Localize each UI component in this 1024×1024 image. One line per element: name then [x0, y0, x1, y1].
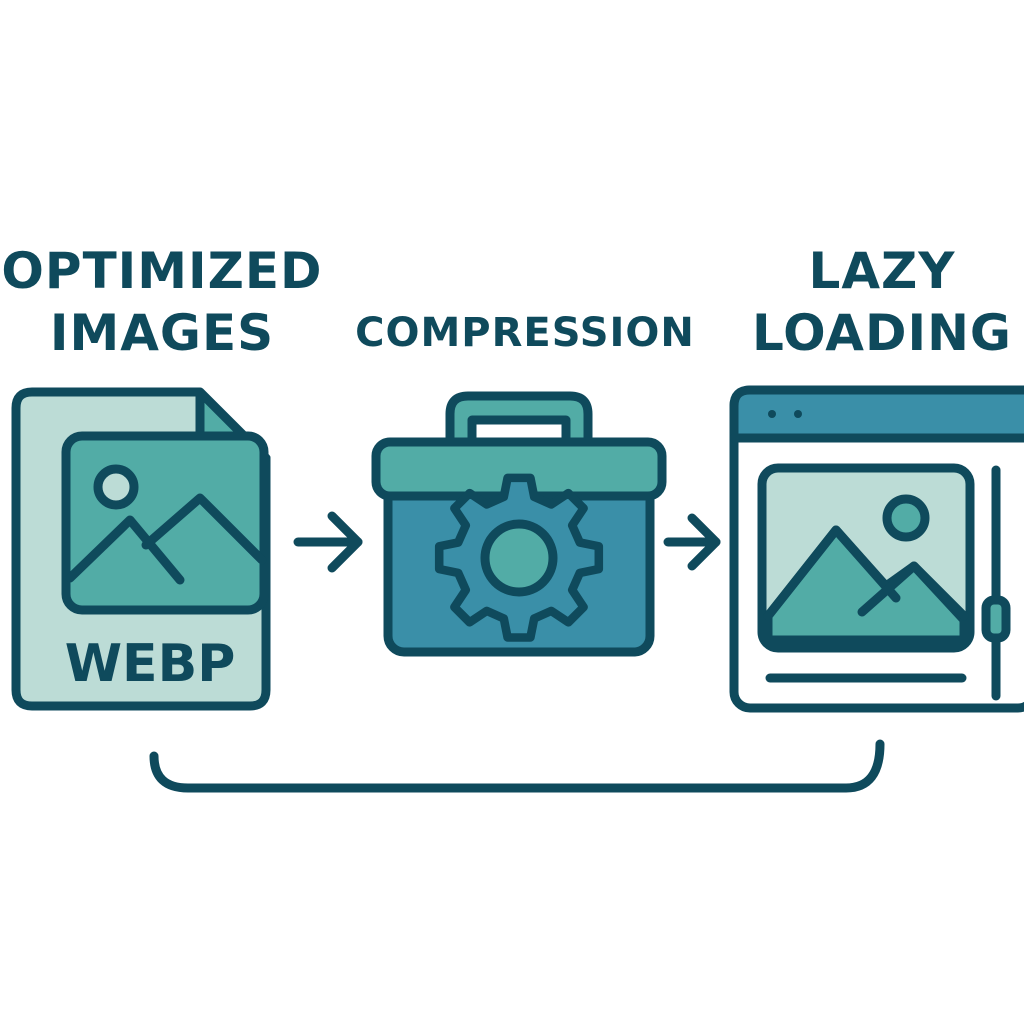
label-optimized-images: OPTIMIZED IMAGES	[0, 240, 324, 364]
connector-bracket	[149, 739, 885, 793]
browser-window-image-icon	[729, 385, 1024, 713]
webp-badge-text: WEBP	[65, 634, 236, 694]
label-line: LOADING	[752, 304, 1012, 362]
toolbox-gear-icon	[371, 391, 667, 657]
label-line: LAZY	[808, 242, 956, 300]
label-line: COMPRESSION	[355, 310, 695, 356]
label-compression: COMPRESSION	[340, 302, 710, 364]
label-line: OPTIMIZED	[1, 242, 323, 300]
arrow-right-icon	[293, 511, 363, 573]
image-file-icon: WEBP	[11, 387, 271, 711]
label-lazy-loading: LAZY LOADING	[740, 240, 1024, 364]
arrow-right-icon	[663, 513, 721, 571]
label-line: IMAGES	[49, 304, 275, 362]
